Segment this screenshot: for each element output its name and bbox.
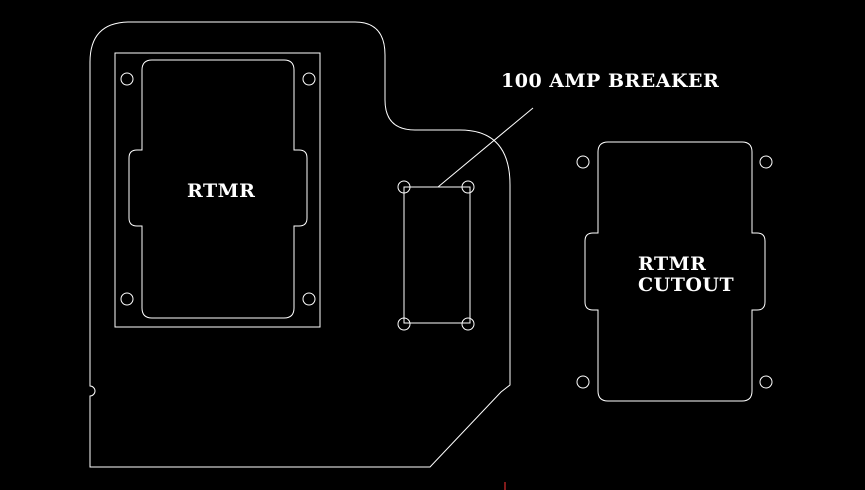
cutout-mounting-hole [759, 155, 773, 169]
breaker-label: 100 AMP BREAKER [501, 70, 719, 92]
breaker-leader-line [437, 107, 534, 188]
cutout-mounting-hole [576, 375, 590, 389]
rtmr-cutout-outline [584, 141, 766, 402]
rtmr-label: RTMR [187, 180, 255, 202]
rtmr-mounting-frame [114, 52, 321, 328]
cutout-mounting-hole [759, 375, 773, 389]
rtmr-mounting-hole [302, 72, 316, 86]
breaker-mounting-hole [461, 180, 475, 194]
cutout-label-line1: RTMR [638, 253, 706, 275]
rtmr-mounting-hole [302, 292, 316, 306]
rtmr-body [128, 59, 308, 319]
rtmr-mounting-hole [120, 292, 134, 306]
breaker-mounting-hole [397, 180, 411, 194]
breaker-body [403, 186, 471, 324]
cutout-label-line2: CUTOUT [638, 274, 734, 296]
breaker-mounting-hole [397, 317, 411, 331]
mounting-plate-outline [89, 21, 511, 468]
cutout-mounting-hole [576, 155, 590, 169]
rtmr-mounting-hole [120, 72, 134, 86]
breaker-mounting-hole [461, 317, 475, 331]
